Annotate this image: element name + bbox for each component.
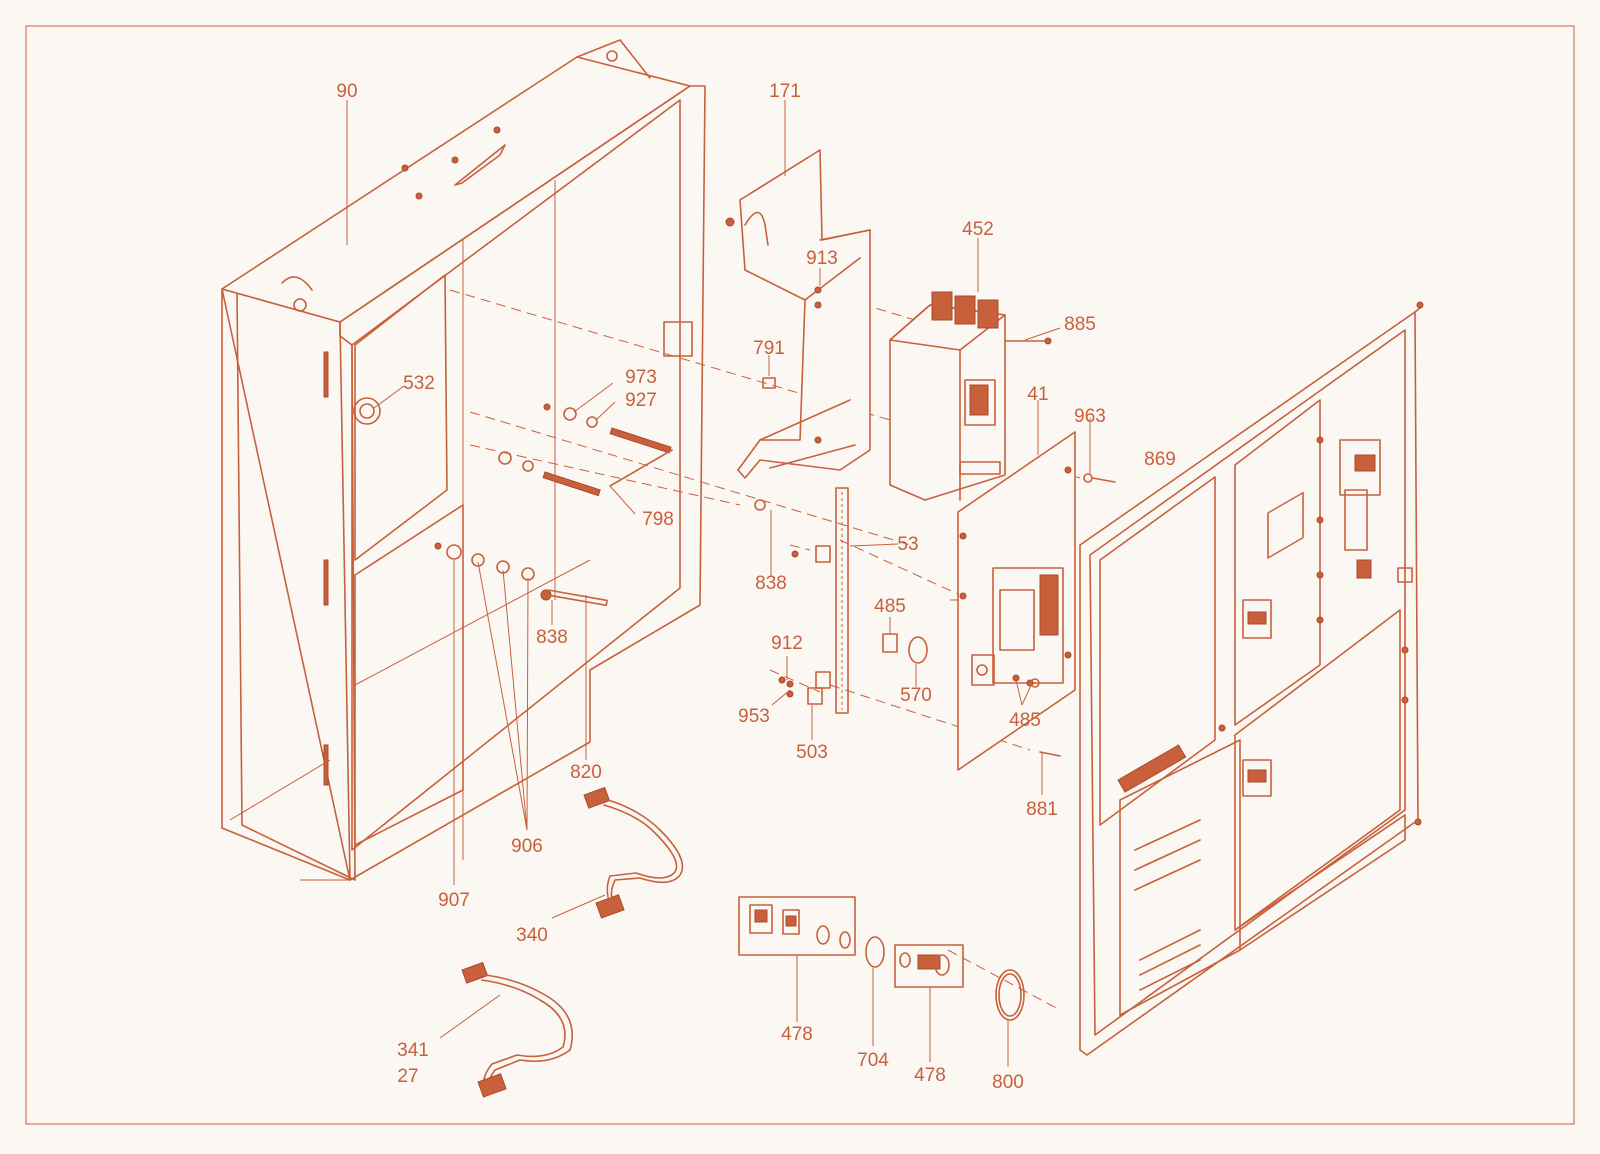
- label-704: 704: [857, 1050, 889, 1071]
- label-881: 881: [1026, 799, 1058, 820]
- enclosure-housing: [221, 39, 706, 881]
- label-963: 963: [1074, 406, 1106, 427]
- label-570: 570: [900, 685, 932, 706]
- label-913: 913: [806, 248, 838, 269]
- label-800: 800: [992, 1072, 1024, 1093]
- label-485-lower: 485: [1009, 710, 1041, 731]
- pilot-light-kit: [738, 896, 1025, 1021]
- din-rail: [778, 487, 849, 714]
- label-532: 532: [403, 373, 435, 394]
- threaded-rods: [498, 403, 673, 497]
- label-53: 53: [897, 534, 918, 555]
- label-838-upper: 838: [755, 573, 787, 594]
- washer-set: [434, 542, 608, 607]
- label-503: 503: [796, 742, 828, 763]
- label-41: 41: [1027, 384, 1048, 405]
- cable-harness-340: [583, 786, 684, 919]
- label-906: 906: [511, 836, 543, 857]
- label-452: 452: [962, 219, 994, 240]
- circuit-breaker: [889, 291, 1052, 501]
- part-labels: 90 171 452 885 913 791 532 973 927 41 96…: [336, 81, 1175, 1093]
- cable-harness-341: [461, 961, 574, 1098]
- mounting-bracket: [725, 149, 871, 511]
- label-90: 90: [336, 81, 357, 102]
- label-885: 885: [1064, 314, 1096, 335]
- label-907: 907: [438, 890, 470, 911]
- label-171: 171: [769, 81, 801, 102]
- diagram-frame: [25, 25, 1575, 1125]
- label-27: 27: [397, 1066, 418, 1087]
- label-927: 927: [625, 390, 657, 411]
- leader-lines: [346, 100, 1091, 1067]
- label-478-right: 478: [914, 1065, 946, 1086]
- label-341: 341: [397, 1040, 429, 1061]
- label-838-lower: 838: [536, 627, 568, 648]
- mounting-plate: [957, 431, 1116, 771]
- label-485-upper: 485: [874, 596, 906, 617]
- label-798: 798: [642, 509, 674, 530]
- label-869: 869: [1144, 449, 1176, 470]
- door-panel: [1079, 301, 1424, 1056]
- label-791: 791: [753, 338, 785, 359]
- label-340: 340: [516, 925, 548, 946]
- label-973: 973: [625, 367, 657, 388]
- label-478-left: 478: [781, 1024, 813, 1045]
- label-912: 912: [771, 633, 803, 654]
- label-820: 820: [570, 762, 602, 783]
- label-953: 953: [738, 706, 770, 727]
